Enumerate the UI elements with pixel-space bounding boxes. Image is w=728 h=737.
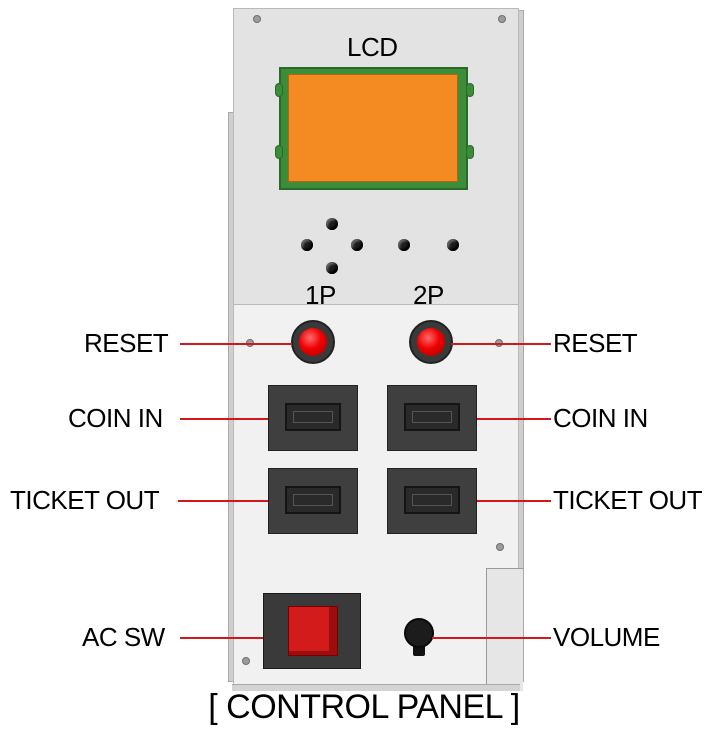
- lcd-label: LCD: [347, 32, 398, 62]
- diagram-caption: [ CONTROL PANEL ]: [208, 688, 520, 726]
- nav-enter-button[interactable]: [398, 239, 410, 251]
- coin-in-left-label: COIN IN: [68, 403, 163, 433]
- nav-exit-button[interactable]: [447, 239, 459, 251]
- nav-right-button[interactable]: [351, 239, 363, 251]
- volume-knob[interactable]: [404, 618, 434, 656]
- screw-icon: [253, 15, 261, 23]
- volume-leader: [432, 637, 551, 639]
- reset-left-label: RESET: [84, 328, 169, 358]
- ticket-out-right-label: TICKET OUT: [553, 485, 703, 515]
- ticket-out-right-leader: [477, 500, 551, 502]
- screw-icon: [498, 15, 506, 23]
- lcd-mount-tab: [466, 145, 474, 159]
- ac-sw-leader: [180, 637, 263, 639]
- reset-button-cap: [417, 328, 445, 356]
- lcd-mount-tab: [466, 83, 474, 97]
- volume-knob-body: [404, 618, 434, 648]
- nav-up-button[interactable]: [326, 218, 338, 230]
- nav-left-button[interactable]: [301, 239, 313, 251]
- ac-switch-rocker: [288, 606, 338, 656]
- lcd-mount-tab: [275, 83, 283, 97]
- ticket-out-slot-2p[interactable]: [387, 468, 477, 534]
- ticket-out-left-label: TICKET OUT: [10, 485, 160, 515]
- volume-label: VOLUME: [553, 622, 660, 652]
- coin-in-slot-2p[interactable]: [387, 385, 477, 451]
- reset-button-1p[interactable]: [291, 320, 335, 364]
- coin-in-slot-1p[interactable]: [268, 385, 358, 451]
- ac-sw-label: AC SW: [82, 622, 165, 652]
- reset-button-2p[interactable]: [409, 320, 453, 364]
- panel-base: [232, 684, 520, 691]
- lcd-mount-tab: [275, 145, 283, 159]
- ticket-slot-opening: [404, 486, 460, 514]
- coin-in-right-leader: [477, 418, 551, 420]
- nav-down-button[interactable]: [326, 262, 338, 274]
- panel-notch: [486, 568, 523, 691]
- screw-icon: [496, 543, 504, 551]
- coin-slot-opening: [285, 403, 341, 431]
- reset-button-cap: [299, 328, 327, 356]
- lcd-screen: [288, 74, 458, 182]
- player-1-label: 1P: [305, 280, 336, 310]
- ticket-slot-opening: [285, 486, 341, 514]
- player-2-label: 2P: [413, 280, 444, 310]
- ticket-out-left-leader: [178, 500, 268, 502]
- reset-right-label: RESET: [553, 328, 638, 358]
- ticket-out-slot-1p[interactable]: [268, 468, 358, 534]
- reset-right-leader: [451, 343, 551, 345]
- reset-left-leader: [180, 343, 292, 345]
- coin-in-right-label: COIN IN: [553, 403, 648, 433]
- coin-slot-opening: [404, 403, 460, 431]
- ac-power-switch[interactable]: [263, 593, 361, 669]
- screw-icon: [242, 657, 250, 665]
- coin-in-left-leader: [180, 418, 268, 420]
